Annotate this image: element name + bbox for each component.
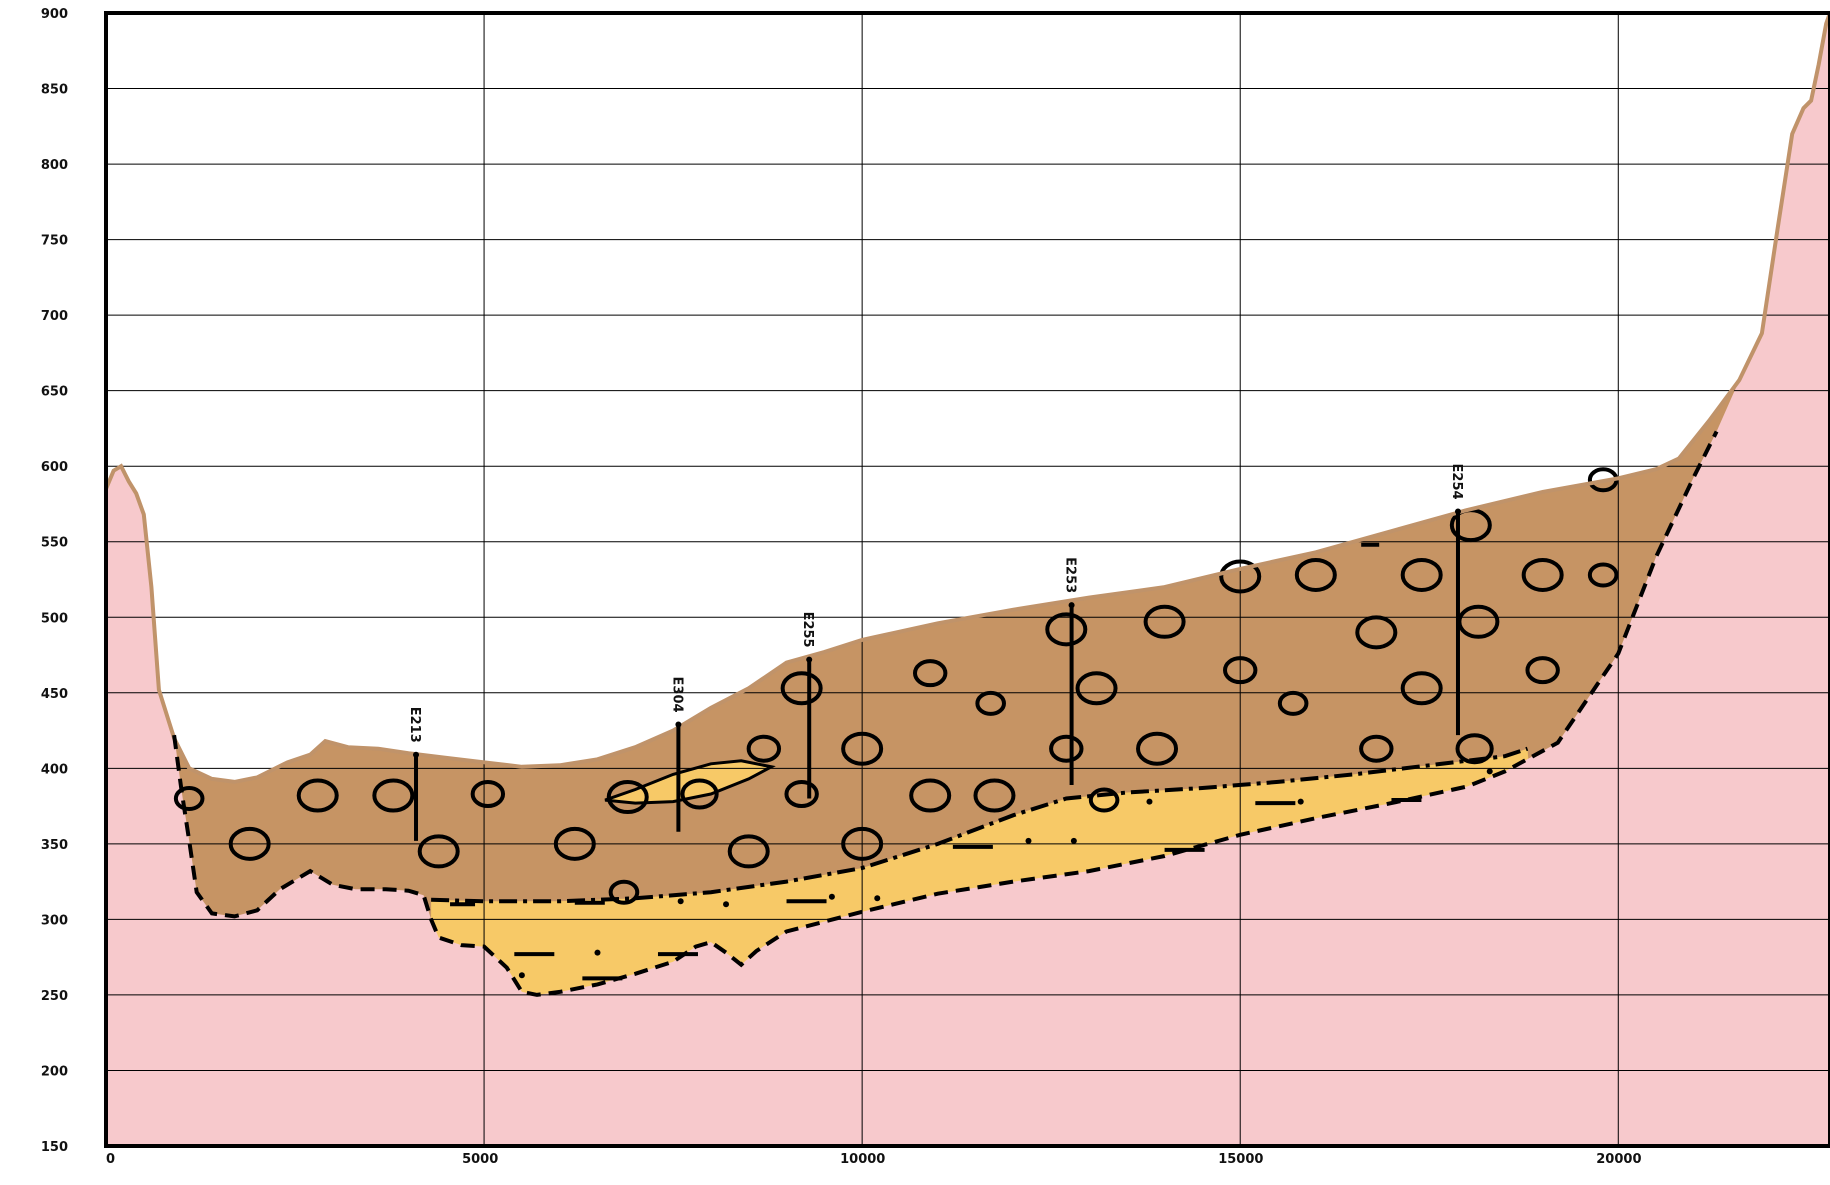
gravel-pebble-12 [780,671,823,706]
gravel-pebble-25 [1136,731,1179,766]
x-tick-label-4: 20000 [1596,1152,1641,1167]
y-tick-label-13: 800 [41,158,68,173]
well-top-e304 [675,721,682,728]
sand-dot-6 [1025,837,1032,844]
gravel-pebble-19 [973,778,1016,813]
sand-dot-9 [1297,798,1304,805]
gravel-pebble-7 [606,780,649,815]
gravel-pebble-37 [1521,557,1564,592]
sand-dot-5 [874,895,881,902]
gravel-pebble-22 [1075,671,1118,706]
gravel-pebble-10 [727,834,770,869]
x-tick-label-1: 5000 [462,1152,498,1167]
sand-dot-1 [594,949,601,956]
plot-frame [104,11,1830,1148]
sand-dot-3 [723,901,730,908]
gravel-pebble-17 [909,778,952,813]
y-tick-label-8: 550 [41,536,68,551]
well-top-e254 [1454,508,1461,515]
gravel-pebble-32 [1400,671,1443,706]
gravel-pebble-33 [1400,557,1443,592]
y-tick-label-11: 700 [41,309,68,324]
gravel-pebble-20 [1045,612,1088,647]
borehole-wells: E213 E304 E255 E253 E254 [407,464,1464,841]
y-tick-label-3: 300 [41,913,68,928]
well-label-e254: E254 [1449,464,1464,500]
well-top-e255 [806,656,813,663]
gravel-pebble-36 [1455,733,1494,765]
axes: 150 200 250 300 350 400 450 500 550 600 650 700 750 8… [41,7,1830,1167]
y-tick-label-9: 600 [41,460,68,475]
sand-dot-2 [677,898,684,905]
well-top-e213 [413,751,420,758]
gravel-pebble-38 [1525,656,1560,685]
y-tick-label-2: 250 [41,989,68,1004]
gravel-pebble-0 [173,786,205,812]
gravel-pebble-21 [1049,734,1084,763]
y-tick-label-12: 750 [41,234,68,249]
gravel-pebble-11 [746,734,782,763]
sand-dot-8 [1146,798,1153,805]
gravel-pebble-24 [1143,604,1186,639]
bedrock-layer [106,13,1830,1146]
y-tick-label-14: 850 [41,83,68,98]
y-tick-label-7: 500 [41,611,68,626]
gravel-pebble-13 [784,780,819,809]
well-top-e253 [1068,602,1075,609]
y-tick-label-1: 200 [41,1064,68,1079]
well-label-e253: E253 [1063,557,1078,593]
geologic-layers [106,13,1830,1146]
well-label-e304: E304 [669,677,684,713]
y-tick-label-0: 150 [41,1140,68,1155]
gravel-pebble-3 [372,778,415,813]
bedrock-boundary-line [172,430,1719,997]
y-tick-label-15: 900 [41,7,68,22]
gravel-pebble-5 [470,780,506,809]
gravel-pebble-23 [1088,787,1120,813]
gravel-pebble-29 [1294,557,1337,592]
layer-boundaries [106,13,1830,997]
y-tick-label-5: 400 [41,762,68,777]
x-tick-label-2: 10000 [840,1152,885,1167]
y-tick-label-4: 350 [41,838,68,853]
y-tick-label-10: 650 [41,385,68,400]
gravel-pebble-2 [296,778,339,813]
gravel-pebble-16 [912,659,948,688]
ground-surface-line [106,13,1830,784]
well-label-e213: E213 [407,707,422,743]
gravel-pebble-8 [608,879,640,905]
sand-dot-7 [1070,837,1077,844]
well-label-e255: E255 [800,612,815,648]
sand-dot-4 [828,893,835,900]
gravel-base-line [431,746,1529,904]
gravel-pebble-39 [1587,562,1619,588]
gravel-pebble-4 [417,834,460,869]
sand-dot-10 [1486,768,1493,775]
gravel-pebble-9 [680,778,719,810]
sand-dot-0 [518,972,525,979]
x-tick-label-3: 15000 [1218,1152,1263,1167]
gravel-pebble-31 [1359,734,1394,763]
y-tick-label-6: 450 [41,687,68,702]
x-tick-label-0: 0 [106,1152,115,1167]
